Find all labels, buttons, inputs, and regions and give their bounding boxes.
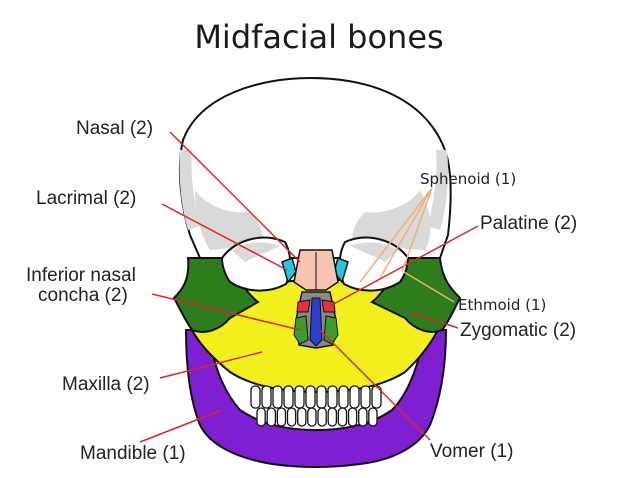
leader-sphenoid-1 xyxy=(359,187,433,283)
lower-tooth xyxy=(276,407,287,427)
leader-lines xyxy=(139,131,479,443)
cranium-shade-temple-left xyxy=(179,150,200,230)
upper-tooth xyxy=(294,385,305,409)
upper-tooth xyxy=(327,385,338,409)
upper-tooth xyxy=(338,385,349,409)
palatine-right xyxy=(321,299,336,313)
upper-tooth xyxy=(261,385,272,409)
page-title: Midfacial bones xyxy=(194,18,444,56)
leader-zygomatic xyxy=(409,311,459,329)
lower-tooth xyxy=(297,407,307,427)
cranium-shade-right xyxy=(352,190,431,250)
lower-tooth xyxy=(307,407,317,427)
leader-vomer xyxy=(319,329,431,441)
leader-inferior-concha xyxy=(151,293,301,331)
lower-tooth xyxy=(368,407,378,427)
vomer-bone xyxy=(309,297,323,347)
concha-left xyxy=(293,315,309,345)
leader-ethmoid xyxy=(403,271,455,303)
lower-tooth xyxy=(286,407,297,427)
label-sphenoid: Sphenoid (1) xyxy=(420,170,517,188)
label-mandible: Mandible (1) xyxy=(80,443,186,464)
cranium-shade-temple-right xyxy=(428,150,449,230)
lower-tooth xyxy=(317,407,327,427)
lower-tooth xyxy=(358,407,368,427)
upper-tooth xyxy=(316,385,327,409)
label-maxilla: Maxilla (2) xyxy=(62,374,150,395)
leader-lacrimal xyxy=(161,203,288,271)
label-inferior-concha-1: Inferior nasal xyxy=(26,265,136,286)
label-vomer: Vomer (1) xyxy=(430,441,514,462)
lower-teeth xyxy=(256,407,378,427)
upper-tooth xyxy=(349,385,360,409)
lower-tooth xyxy=(266,407,277,427)
label-lacrimal: Lacrimal (2) xyxy=(36,188,137,209)
lower-tooth xyxy=(256,407,266,427)
lower-tooth xyxy=(347,407,358,427)
leader-mandible xyxy=(139,409,223,443)
palatine-left xyxy=(296,299,311,313)
leader-maxilla xyxy=(159,351,263,379)
lower-tooth xyxy=(337,407,348,427)
label-inferior-concha-2: concha (2) xyxy=(38,285,128,306)
upper-tooth xyxy=(250,385,261,409)
label-ethmoid: Ethmoid (1) xyxy=(458,296,547,314)
upper-tooth xyxy=(272,385,283,409)
label-palatine: Palatine (2) xyxy=(480,213,578,234)
lower-tooth xyxy=(327,407,338,427)
leader-sphenoid-3 xyxy=(401,187,433,273)
leader-sphenoid-2 xyxy=(379,187,433,279)
leader-nasal xyxy=(169,131,301,263)
upper-tooth xyxy=(305,385,316,409)
upper-tooth xyxy=(360,385,371,409)
upper-tooth xyxy=(283,385,294,409)
label-nasal: Nasal (2) xyxy=(76,118,154,139)
label-zygomatic: Zygomatic (2) xyxy=(460,320,577,341)
cranium-shade-left xyxy=(195,190,263,250)
